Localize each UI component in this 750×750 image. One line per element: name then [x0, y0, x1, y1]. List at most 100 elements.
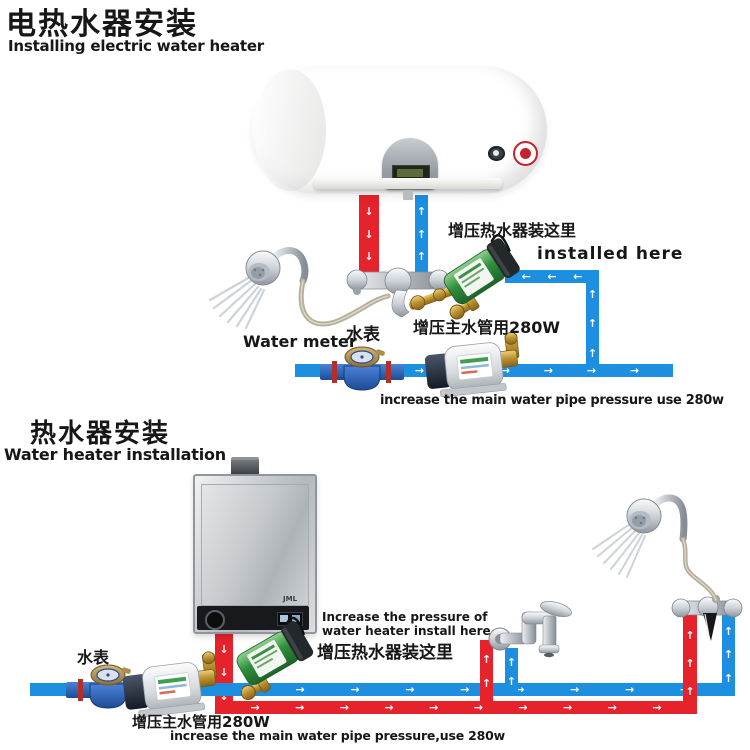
- flow-arrow-icon: ↑: [685, 685, 695, 698]
- flow-arrow-icon: ↓: [219, 666, 229, 679]
- flow-arrow-icon: ↑: [587, 317, 598, 330]
- booster-here-label-zh-bottom: 增压热水器装这里: [317, 643, 453, 663]
- hot-pipe-heater-outlet: ↓ ↓ ↓: [359, 195, 379, 273]
- hot-riser-to-shower-mixer: ↑ ↑ ↑: [683, 613, 697, 714]
- flow-arrow-icon: →: [250, 701, 260, 714]
- flow-arrow-icon: →: [130, 683, 140, 696]
- flow-arrow-icon: ↑: [506, 675, 517, 689]
- flow-arrow-icon: →: [295, 701, 305, 714]
- flow-arrow-icon: →: [515, 683, 525, 696]
- cold-riser-to-shower-mixer: ↑ ↑ ↑: [722, 613, 735, 696]
- flow-arrow-icon: →: [652, 701, 662, 714]
- flow-arrow-icon: ↑: [723, 671, 734, 685]
- flow-arrow-icon: →: [543, 364, 554, 377]
- gas-section-title-en: Water heater installation: [4, 445, 226, 464]
- flow-arrow-icon: →: [518, 701, 528, 714]
- electric-section-title-zh: 电热水器安装: [6, 7, 198, 42]
- gas-section-title-zh: 热水器安装: [30, 419, 171, 449]
- flow-arrow-icon: ↓: [364, 249, 374, 263]
- flow-arrow-icon: →: [384, 701, 394, 714]
- cold-main-pipe-bottom-section: →→→→→→→→→→→→: [30, 683, 735, 696]
- cold-pipe-heater-inlet: ↑ ↑ ↑: [415, 195, 428, 273]
- flow-arrow-icon: →: [414, 364, 425, 377]
- heater-end-cap: [254, 69, 326, 191]
- cold-pipe-upper-run: ← ← ←: [505, 270, 599, 283]
- cold-pipe-gas-heater-inlet: [284, 631, 297, 653]
- heating-indicator-icon: [513, 141, 538, 166]
- flow-arrow-icon: ↑: [481, 652, 492, 666]
- flow-arrow-icon: ↑: [481, 677, 492, 691]
- shower-hose-top: [298, 278, 391, 327]
- power-indicator-icon: [488, 146, 505, 161]
- main-booster-label-zh-top: 增压主水管用280W: [413, 318, 561, 337]
- flow-arrow-icon: →: [607, 701, 617, 714]
- flow-arrow-icon: ←: [573, 270, 583, 283]
- water-meter-label-zh-top: 水表: [346, 325, 380, 345]
- shower-hose-bottom: [680, 536, 719, 603]
- hot-main-pipe-bottom-section: → → → → → → → → → →: [215, 701, 697, 714]
- flow-arrow-icon: ↑: [416, 249, 427, 263]
- electric-section-title-en: Installing electric water heater: [8, 37, 265, 55]
- flow-arrow-icon: →: [457, 364, 468, 377]
- flow-arrow-icon: ↑: [685, 657, 695, 670]
- heater-bottom-tray: [314, 178, 502, 189]
- cold-riser-to-tap: ↑↑: [505, 648, 518, 696]
- flow-arrow-icon: →: [570, 683, 580, 696]
- flow-arrow-icon: →: [350, 683, 360, 696]
- flow-arrow-icon: ←: [547, 270, 557, 283]
- shower-head-bottom: [592, 494, 688, 578]
- flow-arrow-icon: ↑: [416, 227, 427, 241]
- flow-arrow-icon: ↑: [685, 629, 695, 642]
- booster-here-label-en-line2: water heater install here: [322, 624, 491, 638]
- flow-arrow-icon: →: [586, 364, 597, 377]
- flow-arrow-icon: →: [371, 364, 382, 377]
- main-booster-label-en-top: increase the main water pipe pressure us…: [380, 393, 724, 408]
- gas-heater-knob: [205, 610, 225, 630]
- gas-heater-brand: JML: [283, 595, 298, 603]
- installed-here-label: installed here: [537, 244, 684, 264]
- wall-tap: [488, 600, 572, 658]
- flow-arrow-icon: ↑: [416, 205, 427, 219]
- flow-arrow-icon: →: [240, 683, 250, 696]
- flow-arrow-icon: →: [75, 683, 85, 696]
- flow-arrow-icon: →: [328, 364, 339, 377]
- water-meter-label-zh-bottom: 水表: [77, 648, 110, 667]
- flow-arrow-icon: ↓: [219, 642, 229, 656]
- flow-arrow-icon: ←: [521, 270, 531, 283]
- flow-arrow-icon: →: [473, 701, 483, 714]
- main-booster-label-en-bottom: increase the main water pipe pressure,us…: [170, 728, 505, 743]
- flow-arrow-icon: →: [625, 683, 635, 696]
- gas-heater-control-strip: [197, 606, 309, 630]
- flow-arrow-icon: →: [339, 701, 349, 714]
- mixer-faucet-top: [346, 267, 450, 318]
- flow-arrow-icon: ↑: [587, 346, 598, 360]
- cold-main-pipe-top-section: → → → → → → → →: [295, 364, 673, 377]
- booster-here-label-en-line1: Increase the pressure of: [322, 610, 488, 624]
- gas-heater-flue: [231, 457, 259, 478]
- flow-arrow-icon: →: [295, 683, 305, 696]
- gas-heater-front-panel: [201, 484, 309, 606]
- shower-head-top: [208, 247, 309, 330]
- flow-arrow-icon: ↑: [506, 655, 517, 669]
- flow-arrow-icon: →: [629, 364, 640, 377]
- booster-here-label-zh-top: 增压热水器装这里: [448, 221, 577, 240]
- flow-arrow-icon: →: [500, 364, 511, 377]
- water-meter-label-en: Water meter: [243, 332, 357, 351]
- flow-arrow-icon: →: [405, 683, 415, 696]
- flow-arrow-icon: ↑: [723, 624, 734, 638]
- heater-drain-stub: [403, 190, 413, 200]
- flow-arrow-icon: →: [429, 701, 439, 714]
- gas-heater-display: [277, 612, 303, 626]
- flow-arrow-icon: ↓: [364, 227, 374, 241]
- flow-arrow-icon: →: [460, 683, 470, 696]
- flow-arrow-icon: →: [185, 683, 195, 696]
- flow-arrow-icon: ↑: [723, 648, 734, 661]
- flow-arrow-icon: ↑: [587, 287, 598, 301]
- hot-riser-to-tap: ↑↑: [480, 640, 493, 703]
- flow-arrow-icon: ↓: [364, 205, 374, 219]
- brass-fitting-top: [408, 282, 467, 311]
- cold-pipe-riser: ↑ ↑ ↑: [586, 270, 599, 377]
- flow-arrow-icon: →: [563, 701, 573, 714]
- gas-water-heater: [193, 474, 317, 634]
